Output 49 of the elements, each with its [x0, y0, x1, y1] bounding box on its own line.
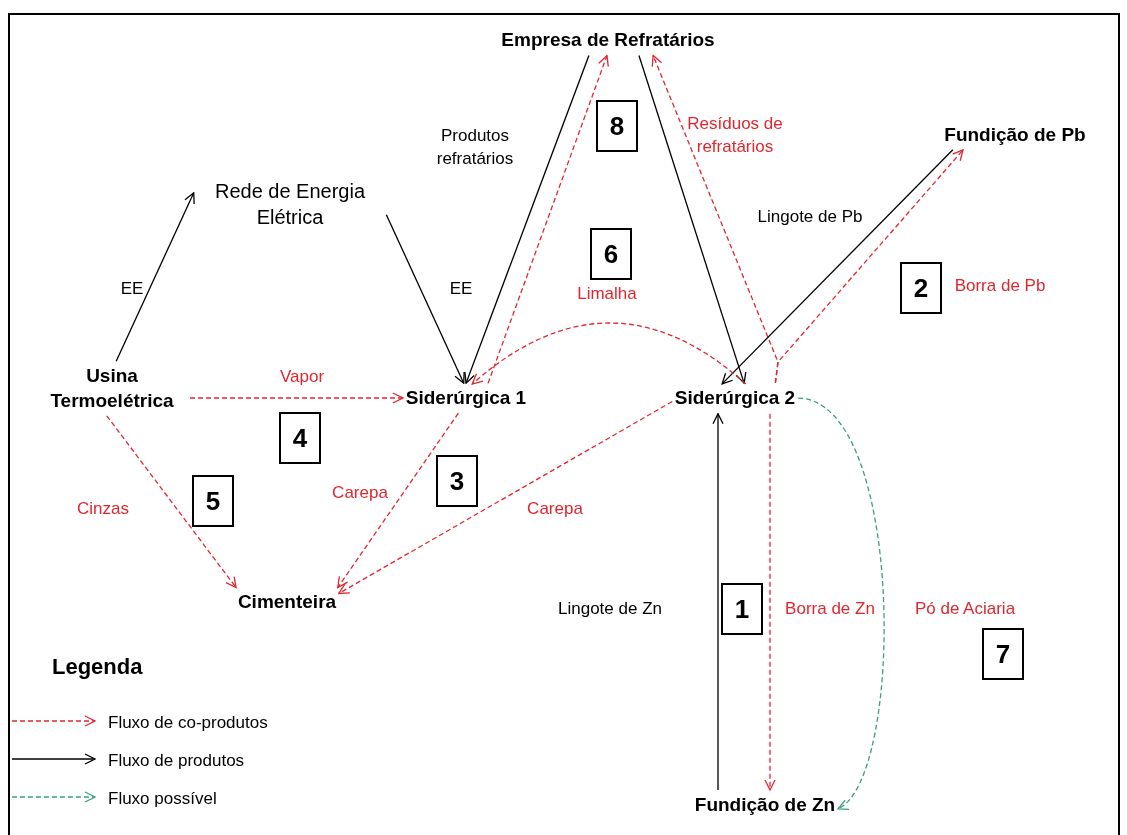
edge-label: Resíduos de refratários — [686, 113, 784, 158]
number-box: 5 — [192, 475, 234, 527]
edge-label: Lingote de Pb — [757, 206, 863, 228]
flow-arrow — [338, 400, 673, 595]
flow-arrow — [797, 397, 885, 810]
flow-arrow — [764, 413, 776, 791]
entity-label: Fundição de Zn — [694, 793, 836, 818]
number-box: 8 — [596, 100, 638, 152]
entity-label: Cimenteira — [237, 590, 337, 615]
flow-arrow — [487, 54, 609, 384]
number-box: 7 — [982, 628, 1024, 680]
edge-label: Borra de Pb — [954, 275, 1046, 297]
flow-arrow — [712, 413, 724, 791]
flow-arrow — [721, 149, 954, 385]
edge-label: EE — [449, 278, 473, 300]
number-box: 3 — [436, 455, 478, 507]
entity-label: Siderúrgica 1 — [405, 386, 527, 411]
flow-arrow — [106, 415, 237, 589]
edge-label: Carepa — [527, 498, 583, 520]
edge-label: Vapor — [279, 366, 325, 388]
entity-label: Empresa de Refratários — [501, 28, 715, 53]
legend-title: Legenda — [52, 653, 143, 681]
flow-arrow — [189, 392, 404, 404]
flow-arrow — [385, 214, 465, 384]
legend-text: Fluxo de co-produtos — [108, 712, 268, 734]
flow-arrow — [337, 412, 459, 589]
edge-label: EE — [120, 278, 144, 300]
edge-label: Pó de Aciaria — [914, 598, 1016, 620]
flow-arrow — [471, 322, 747, 385]
number-box: 2 — [900, 262, 942, 314]
flow-arrow — [464, 54, 590, 384]
number-box: 1 — [721, 583, 763, 635]
flow-arrow — [115, 192, 195, 362]
edge-label: Lingote de Zn — [558, 598, 662, 620]
entity-label: Usina Termoelétrica — [37, 364, 187, 414]
network-label: Rede de Energia Elétrica — [195, 178, 385, 230]
flow-arrow — [638, 54, 747, 384]
number-box: 6 — [590, 228, 632, 280]
legend-text: Fluxo possível — [108, 788, 217, 810]
entity-label: Fundição de Pb — [944, 123, 1086, 148]
edge-label: Limalha — [577, 283, 637, 305]
edge-label: Borra de Zn — [785, 598, 875, 620]
entity-label: Siderúrgica 2 — [674, 386, 796, 411]
edge-label: Cinzas — [77, 498, 129, 520]
legend-text: Fluxo de produtos — [108, 750, 245, 772]
flow-arrow — [774, 149, 964, 384]
edge-label: Carepa — [332, 482, 388, 504]
number-box: 4 — [279, 412, 321, 464]
edge-label: Produtos refratários — [435, 125, 515, 170]
